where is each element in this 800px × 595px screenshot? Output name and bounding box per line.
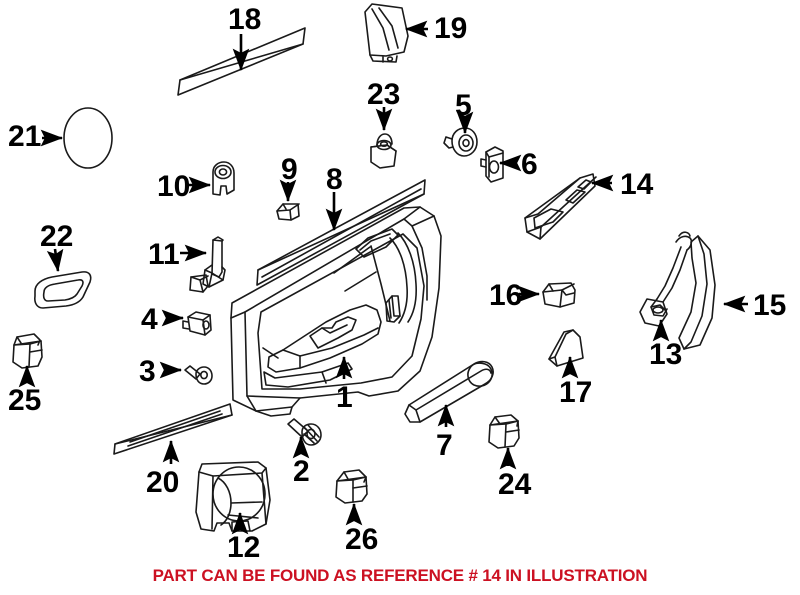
leader-22 [46,248,64,273]
callout-number-8: 8 [326,163,343,196]
part-10-cylindrical-clip [212,161,235,196]
callout-number-14: 14 [620,168,654,201]
part-22-handle-recess-bezel [34,271,92,309]
part-3-pin-screw [184,365,213,385]
callout-number-3: 3 [139,355,156,388]
footer-reference-note: PART CAN BE FOUND AS REFERENCE # 14 IN I… [152,566,648,585]
part-9-wedge-clip [276,203,300,221]
part-25-retainer-clip [12,333,43,369]
callout-number-18: 18 [228,3,262,36]
part-8-upper-belt-molding [256,179,426,286]
callout-number-5: 5 [455,89,472,122]
callout-number-25: 25 [8,384,42,417]
callout-number-6: 6 [521,148,538,181]
callout-number-26: 26 [345,523,379,556]
part-19-sail-trim-panel [364,3,409,63]
callout-number-1: 1 [336,381,353,414]
callout-number-7: 7 [436,429,453,462]
part-5-round-grommet [443,127,478,157]
part-24-retainer-clip [488,414,520,449]
callout-number-17: 17 [559,376,593,409]
part-7-door-pull-handle [404,360,494,423]
callout-number-21: 21 [8,120,42,153]
part-13-grab-handle [639,231,693,327]
part-16-u-clip [542,282,576,308]
part-23-lock-knob [370,133,397,169]
part-20-sill-trim-strip [113,403,233,455]
part-15-curved-trim-strip [678,235,716,350]
callout-number-13: 13 [649,338,683,371]
part-11-latch-assembly [189,236,226,293]
callout-number-2: 2 [293,455,310,488]
callout-number-4: 4 [141,303,158,336]
callout-number-16: 16 [489,279,523,312]
part-17-wedge-trim [548,329,584,367]
part-21-oval-cover [63,107,113,169]
callout-number-10: 10 [157,170,191,203]
callout-number-12: 12 [227,531,261,564]
callout-number-22: 22 [40,220,74,253]
part-6-cover-cap [480,146,504,183]
callout-number-9: 9 [281,153,298,186]
callout-number-24: 24 [498,468,532,501]
callout-number-23: 23 [367,78,401,111]
callout-number-20: 20 [146,466,180,499]
callout-number-11: 11 [148,238,180,271]
part-1-door-trim-panel [230,206,442,417]
callout-number-15: 15 [753,289,787,322]
leader-arrows [18,20,748,535]
part-26-retainer-clip [335,469,368,504]
callout-number-19: 19 [434,12,468,45]
